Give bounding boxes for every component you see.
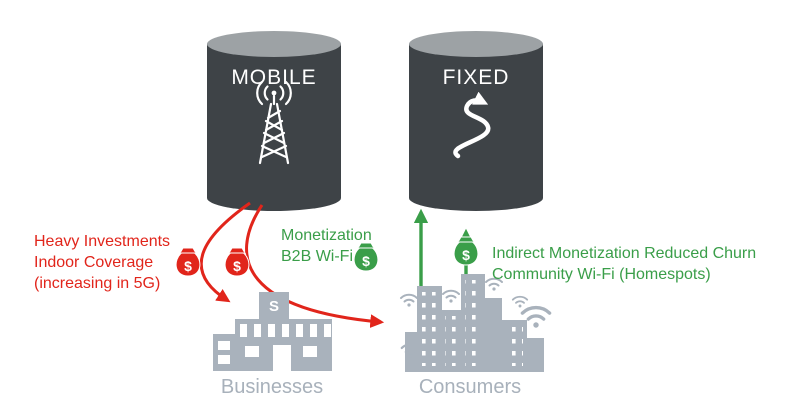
store-building-icon: S (213, 292, 332, 371)
annotation-indirect-monetization: Indirect Monetization Reduced Churn Comm… (492, 243, 756, 285)
arrow-mobile-to-consumers (245, 204, 385, 328)
annotation-line: (increasing in 5G) (34, 275, 161, 292)
annotation-line: Heavy Investments (34, 233, 171, 250)
money-bag-icon: $ (353, 242, 379, 272)
fixed-label: FIXED (443, 66, 510, 89)
wifi-icon (520, 305, 552, 328)
fixed-cylinder: FIXED (409, 31, 543, 211)
wifi-icon (400, 293, 418, 307)
money-symbol: $ (462, 247, 470, 263)
awning-stripes (240, 324, 331, 337)
annotation-b2b-monetization: Monetization B2B Wi-Fi (281, 225, 372, 267)
businesses-label: Businesses (220, 376, 324, 398)
store-sign-letter: S (269, 298, 279, 315)
annotation-line: Monetization (281, 227, 372, 244)
wifi-icon (485, 277, 503, 291)
annotation-heavy-investments: Heavy Investments Indoor Coverage (incre… (34, 231, 170, 294)
annotation-line: Indirect Monetization Reduced Churn (492, 245, 757, 262)
money-bag-icon: $ (453, 236, 479, 266)
mobile-cylinder: MOBILE (207, 31, 341, 211)
wifi-icon (400, 343, 422, 358)
money-symbol: $ (184, 258, 192, 274)
red-arrows (199, 201, 385, 328)
arrow-mobile-to-businesses (199, 201, 251, 303)
radio-tower-icon (256, 80, 292, 165)
money-bag-icon: $ (224, 247, 250, 277)
consumers-label: Consumers (418, 376, 522, 398)
city-skyline-icon (400, 274, 552, 372)
cable-icon (453, 91, 491, 159)
annotation-line: B2B Wi-Fi (281, 248, 353, 265)
money-bag-icon: $ (175, 247, 201, 277)
annotation-line: Indoor Coverage (34, 254, 154, 271)
wifi-icon (511, 295, 529, 308)
wifi-icon (442, 289, 460, 303)
money-symbol: $ (233, 258, 241, 274)
annotation-line: Community Wi-Fi (Homespots) (492, 266, 711, 283)
mobile-label: MOBILE (231, 66, 316, 89)
money-symbol: $ (362, 253, 370, 269)
